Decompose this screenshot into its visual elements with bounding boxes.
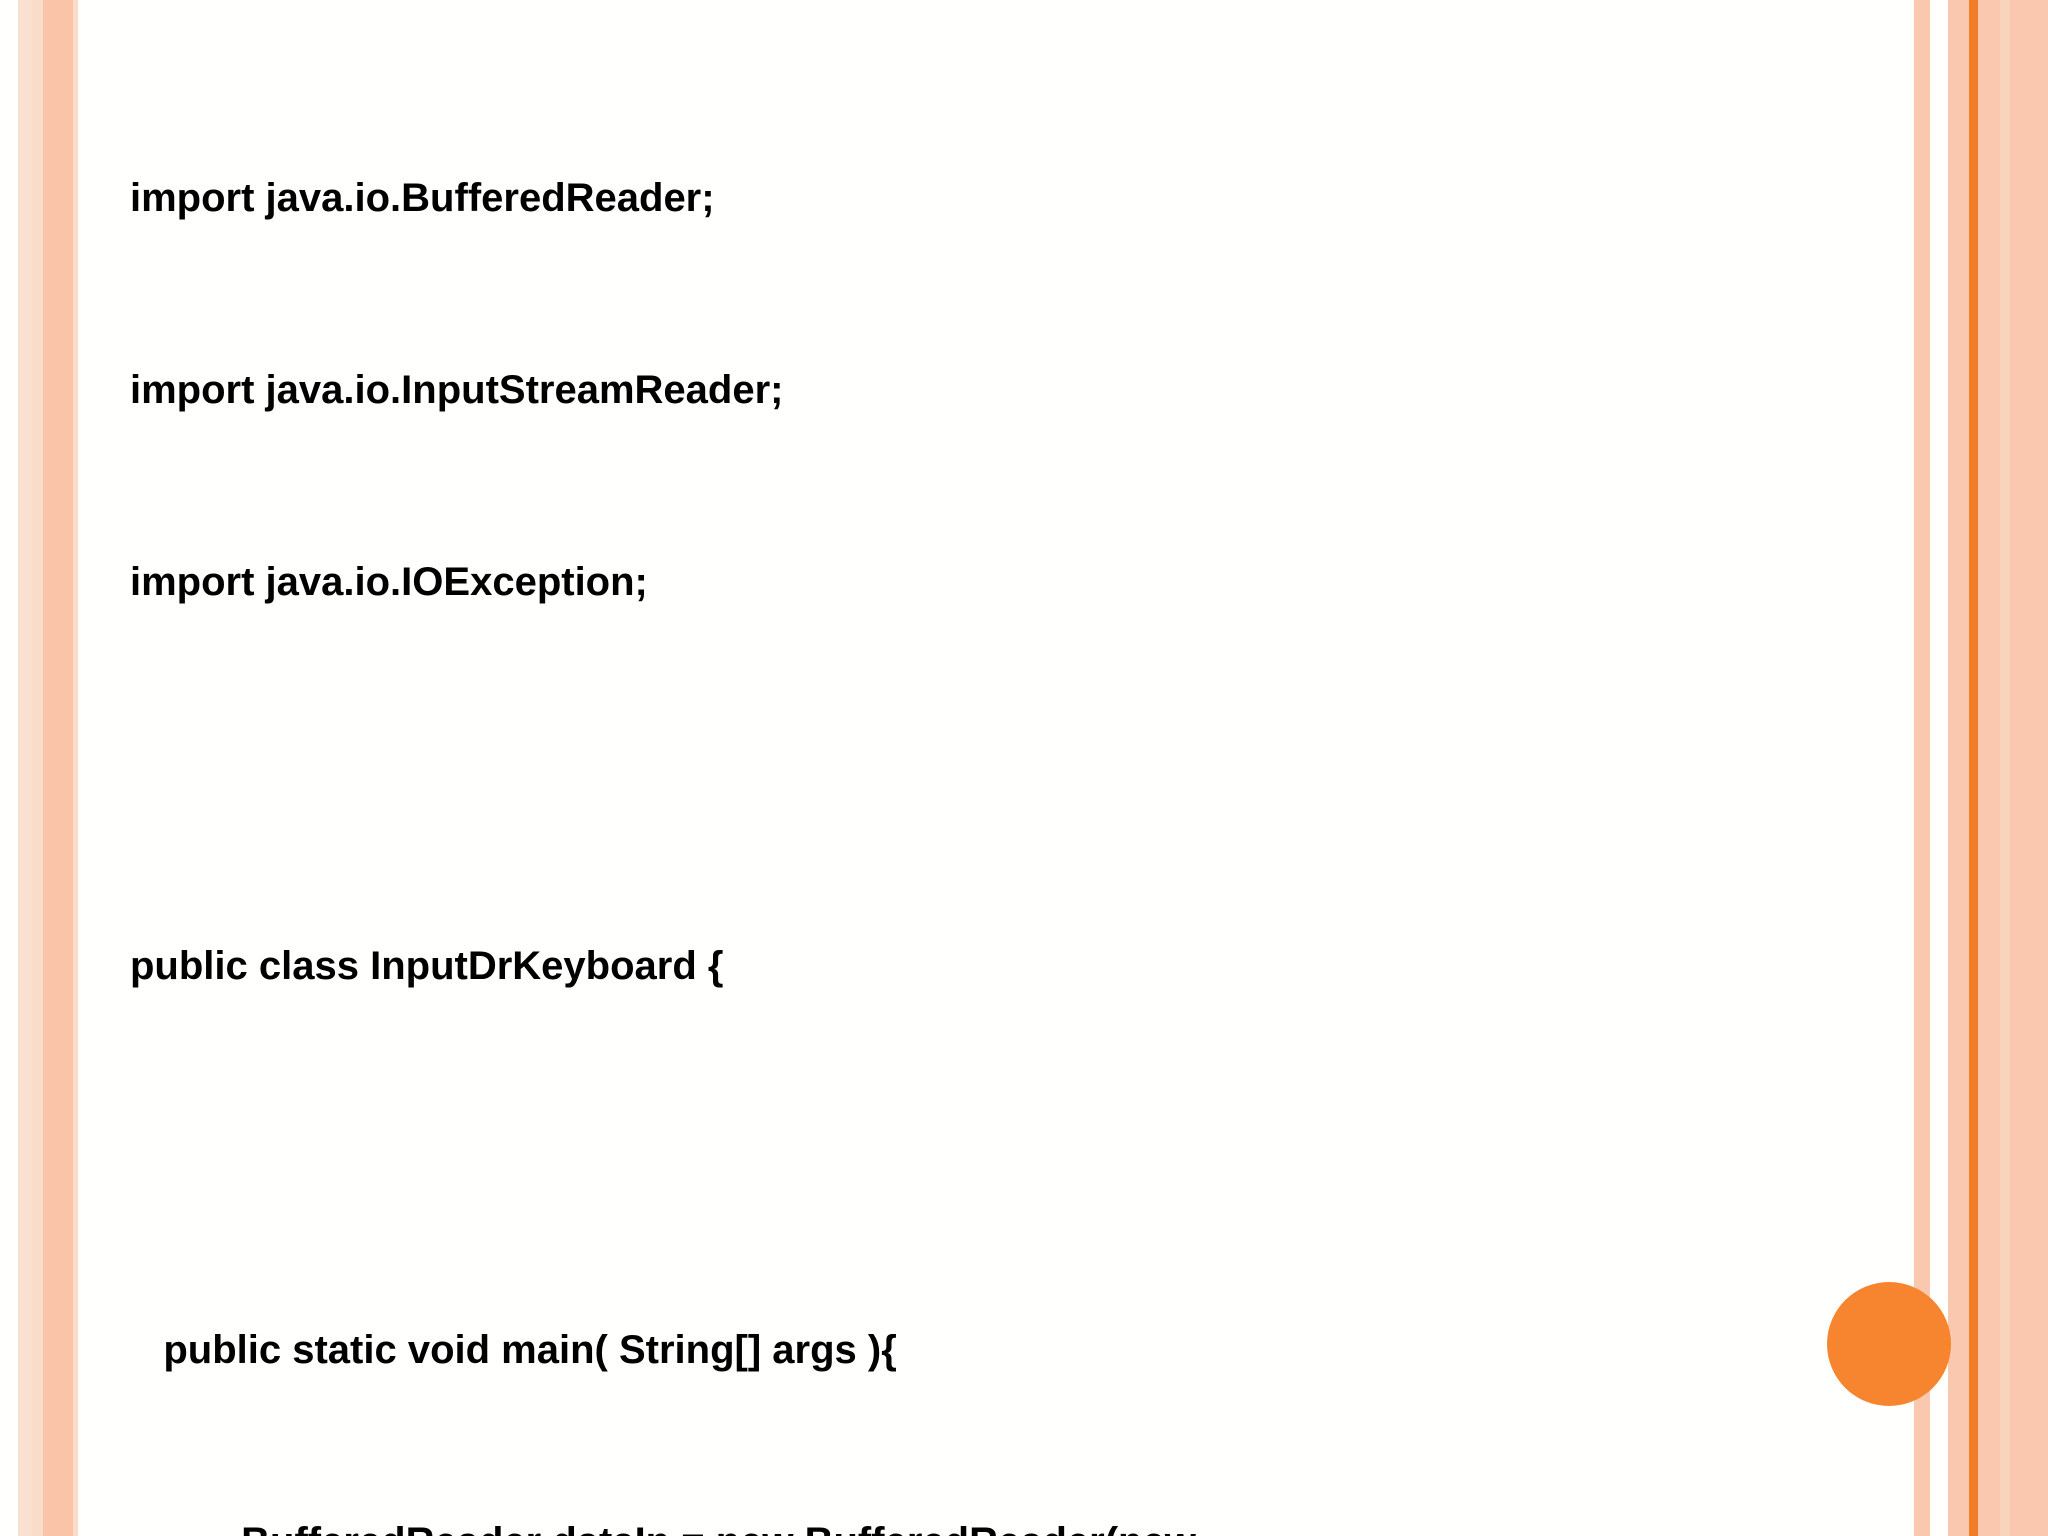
orange-circle-decoration	[1827, 1282, 1951, 1406]
code-line: import java.io.IOException;	[130, 560, 648, 604]
right-border-accent-line	[1969, 0, 1978, 1536]
code-line: public class InputDrKeyboard {	[130, 944, 724, 988]
right-border-band-4	[2010, 0, 2048, 1536]
java-code-block: import java.io.BufferedReader; import ja…	[0, 176, 1920, 1536]
right-border-band-3	[2000, 0, 2010, 1536]
code-line: import java.io.BufferedReader;	[130, 176, 715, 220]
right-border-band-2	[1978, 0, 2000, 1536]
code-line-blank	[0, 1126, 1920, 1190]
right-border-band-1	[1948, 0, 1970, 1536]
code-line-blank	[0, 742, 1920, 806]
code-line: import java.io.InputStreamReader;	[130, 368, 784, 412]
code-line: public static void main( String[] args )…	[130, 1328, 897, 1372]
code-line: BufferedReader dataIn = new BufferedRead…	[0, 1510, 1920, 1536]
